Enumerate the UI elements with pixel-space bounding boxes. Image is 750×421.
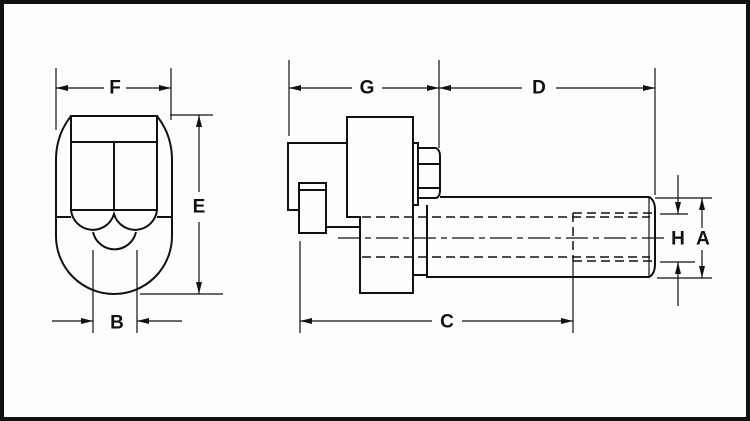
label-c: C [440,312,454,333]
dimension-g: G [288,60,440,148]
end-view [55,115,173,295]
dimension-f: F [55,68,172,130]
label-f: F [109,78,121,99]
dimension-e: E [140,114,223,295]
label-b: B [110,313,124,334]
label-d: D [532,78,546,99]
dimension-b: B [52,250,182,334]
label-a: A [696,229,710,250]
label-h: H [671,229,685,250]
dimension-c: C [299,241,574,333]
dimension-a: A [655,197,712,279]
dimension-h: H [660,175,695,306]
label-g: G [360,78,375,99]
side-view [287,116,665,294]
label-e: E [193,197,206,218]
dimension-d: D [439,68,656,195]
